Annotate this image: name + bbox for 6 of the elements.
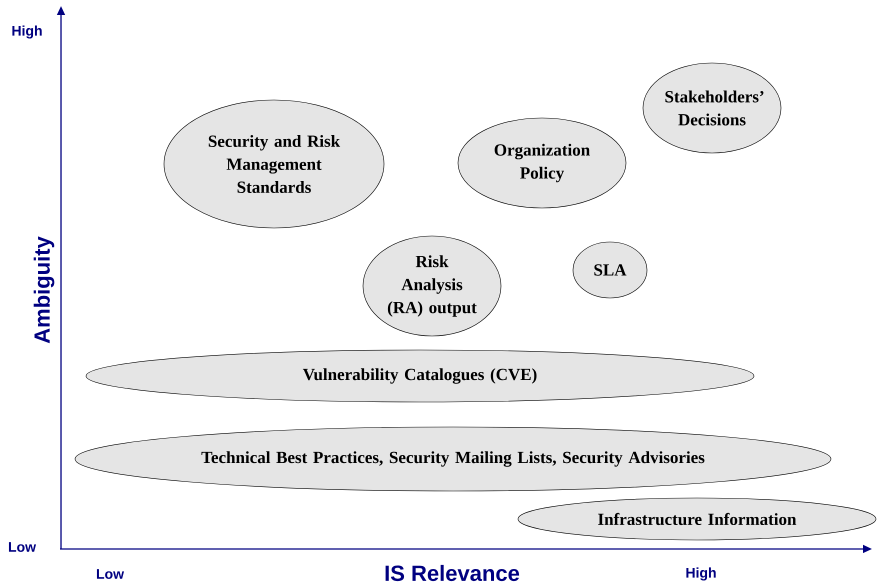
axis-label: Low (8, 542, 36, 552)
axis-title: IS Relevance (386, 564, 520, 582)
axis-label: Low (96, 569, 124, 579)
axis-label: High (686, 567, 716, 581)
axis-title: Ambiguity (34, 236, 54, 344)
axis-label: High (12, 25, 42, 39)
